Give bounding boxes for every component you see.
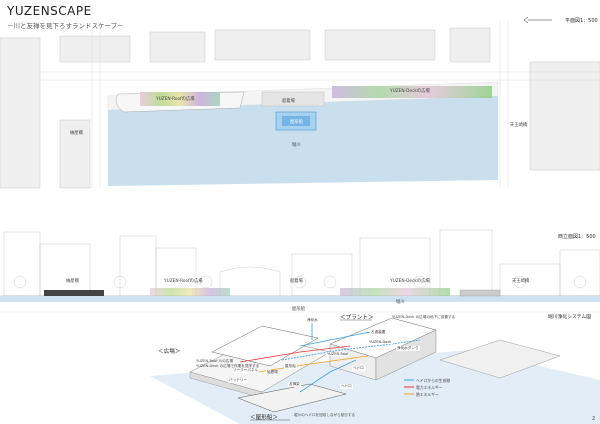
plan-label-roof-plaza: YUZEN-Roofの広場 bbox=[156, 97, 195, 102]
plaza-note-roof: YUZEN-Roof 川の広場 bbox=[196, 359, 233, 363]
legend-item-electric: 電力エネルギー bbox=[416, 385, 443, 390]
plan-label-bridge-right: 天王崎橋 bbox=[510, 123, 528, 128]
plan-label-deck-plaza: YUZEN-Deckの広場 bbox=[390, 89, 430, 94]
barge-header: ＜屋形船＞ bbox=[250, 415, 278, 421]
elev-label-roof-plaza: YUZEN-Roofの広場 bbox=[164, 279, 203, 284]
tag-deck: YUZEN-Deck bbox=[368, 340, 393, 344]
plaza-note-deck: YUZEN-Deck の広場で作業を見学する bbox=[196, 364, 260, 368]
tag-solar: ソーラーパネル bbox=[232, 368, 260, 373]
page-title: YUZENSCAPE bbox=[7, 4, 92, 18]
plan-scale-label: 平面図1：500 bbox=[565, 18, 598, 24]
elev-label-barge: 屋形船 bbox=[292, 307, 305, 312]
elev-label-bridge-left: 納屋橋 bbox=[66, 279, 79, 284]
plan-label-bridge-left: 納屋橋 bbox=[70, 131, 83, 136]
plan-label-barge: 屋形船 bbox=[290, 120, 303, 125]
tag-terrace: 屋形船 bbox=[284, 364, 297, 369]
plant-header: ＜プラント＞ bbox=[340, 315, 374, 321]
purification-header: 堀川浄化システム図 bbox=[548, 315, 592, 320]
page-subtitle: －川と友禅を見下ろすランドスケープ－ bbox=[7, 22, 124, 30]
tag-sludge: ヘドロ bbox=[340, 384, 353, 389]
plan-label-river: 堀川 bbox=[292, 143, 301, 148]
deck-plaza-shape bbox=[332, 86, 492, 98]
tag-filter: ろ過装置 bbox=[370, 330, 387, 335]
elev-label-deck-plaza: YUZEN-Deckの広場 bbox=[390, 279, 430, 284]
tag-tank: 浄化水タンク bbox=[396, 346, 420, 351]
barge-note: 堀川のヘドロを回収しながら航行する bbox=[294, 413, 356, 417]
tag-dye: 友禅染 bbox=[288, 382, 301, 387]
elev-label-river: 堀川 bbox=[396, 300, 405, 305]
elev-label-boat-dock: 船着場 bbox=[290, 279, 303, 284]
tag-battery: バッテリー bbox=[228, 378, 248, 383]
tag-sludge-storage: ヘドロ bbox=[352, 366, 365, 371]
tag-boat-dock: 船着場 bbox=[266, 370, 279, 375]
north-arrow-icon bbox=[523, 16, 552, 24]
legend-item-sludge-products: ヘドロからの生成物 bbox=[416, 378, 451, 383]
elevation-silhouette bbox=[3, 229, 600, 297]
barge-shape bbox=[237, 383, 347, 413]
legend-item-heat: 熱エネルギー bbox=[416, 392, 439, 397]
tag-roof: YUZEN-Roof bbox=[326, 352, 350, 356]
tag-purified-water: 浄化水 bbox=[306, 318, 319, 323]
river-area bbox=[108, 96, 498, 186]
plant-note: YUZEN-Deck の広場の地下に設置する bbox=[392, 315, 456, 319]
elev-label-bridge-right: 天王崎橋 bbox=[512, 279, 530, 284]
page-number: 2 bbox=[592, 416, 596, 422]
plan-label-boat-dock: 船着場 bbox=[282, 99, 295, 104]
elevation-scale-label: 西立面図1：500 bbox=[558, 234, 596, 240]
plaza-header: ＜広場＞ bbox=[158, 349, 181, 355]
